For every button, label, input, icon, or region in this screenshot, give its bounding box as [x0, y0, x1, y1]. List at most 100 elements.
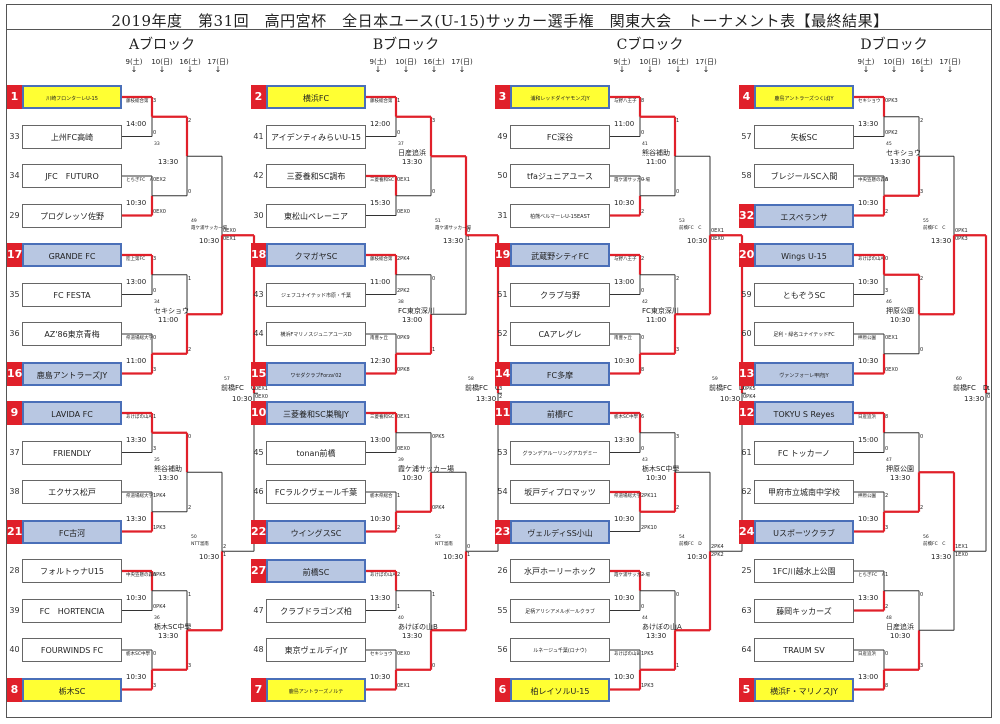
team-box[interactable]: GRANDE FC — [22, 243, 122, 267]
score-top: 1 — [153, 414, 157, 420]
team-box[interactable]: 坂戸ディプロマッツ — [510, 480, 610, 504]
team-box[interactable]: ヴェルディSS小山 — [510, 519, 610, 544]
seed-number: 21 — [7, 519, 22, 544]
team-box[interactable]: 上州FC高崎 — [22, 124, 122, 149]
team-box[interactable]: エスペランサ — [754, 203, 854, 228]
team-box[interactable]: Wings U-15 — [754, 243, 854, 267]
team-box[interactable]: クラブドラゴンズ柏 — [266, 598, 366, 623]
score-bottom: 0EX0 — [885, 366, 898, 373]
kickoff-time: 14:00 — [126, 119, 147, 128]
match-number: 37 — [398, 142, 404, 148]
score-top: 0PK9 — [397, 335, 410, 341]
score-bottom: 0PK4 — [153, 603, 166, 610]
down-arrow-icon: ↓ — [890, 65, 898, 74]
down-arrow-icon: ↓ — [702, 65, 710, 74]
team-box[interactable]: 柏レイソルU-15 — [510, 677, 610, 702]
team-box[interactable]: FC深谷 — [510, 124, 610, 149]
team-box[interactable]: 藤岡キッカーズ — [754, 598, 854, 623]
team-box[interactable]: 甲府市立城南中学校 — [754, 480, 854, 504]
team-box[interactable]: 前橋FC — [510, 401, 610, 425]
venue-label: とちぎFC A — [126, 178, 153, 183]
team-box[interactable]: 三菱養和SC調布 — [266, 164, 366, 188]
team-box[interactable]: JFC FUTURO — [22, 164, 122, 188]
team-box[interactable]: 鹿島アントラーズつくばJY — [754, 85, 854, 109]
slot-number: 60 — [741, 329, 752, 338]
team-box[interactable]: ヴァンフォーレ甲府JY — [754, 361, 854, 386]
team-box[interactable]: LAVIDA FC — [22, 401, 122, 425]
team-box[interactable]: 浦和レッドダイヤモンズJY — [510, 85, 610, 109]
team-box[interactable]: FC多摩 — [510, 361, 610, 386]
team-box[interactable]: ともぞうSC — [754, 282, 854, 307]
slot-number: 55 — [497, 605, 508, 615]
seed-number: 24 — [739, 519, 754, 544]
kickoff-time: 10:30 — [232, 395, 253, 404]
team-box[interactable]: 足柄アリシアメルボールクラブ — [510, 598, 610, 623]
team-box[interactable]: FC HORTENCIA — [22, 598, 122, 623]
team-box[interactable]: ルネージュ千葉(ロナウ) — [510, 638, 610, 662]
team-box[interactable]: 川崎フロンターレU-15 — [22, 85, 122, 109]
score-bottom: 0 — [987, 394, 991, 401]
team-box[interactable]: クラブ与野 — [510, 282, 610, 307]
team-box[interactable]: グランデアルーリングアカデミー — [510, 440, 610, 465]
kickoff-time: 13:00 — [858, 672, 879, 681]
team-box[interactable]: 栃木SC — [22, 677, 122, 702]
team-box[interactable]: FCラルクヴェール千葉 — [266, 480, 366, 504]
team-box[interactable]: 横浜FマリノスジュニアユースD — [266, 322, 366, 346]
team-box[interactable]: ワセダクラブForza'02 — [266, 361, 366, 386]
team-box[interactable]: 前橋SC — [266, 559, 366, 583]
venue-label: 霞ケ浦サッカー場 — [398, 465, 454, 474]
score-top: 1 — [885, 572, 889, 578]
team-box[interactable]: FRIENDLY — [22, 440, 122, 465]
team-box[interactable]: 柏熊ベルマーレU-15EAST — [510, 203, 610, 228]
team-box[interactable]: 三菱養和SC巣鴨JY — [266, 401, 366, 425]
kickoff-time: 15:00 — [858, 435, 879, 444]
score-bottom: 3 — [920, 662, 924, 669]
team-box[interactable]: アイデンティみらいU-15 — [266, 124, 366, 149]
team-box[interactable]: AZ'86東京青梅 — [22, 322, 122, 346]
kickoff-time: 10:30 — [199, 553, 220, 562]
team-box[interactable]: エクサス松戸 — [22, 480, 122, 504]
team-box[interactable]: FOURWINDS FC — [22, 638, 122, 662]
team-box[interactable]: 鹿島アントラーズJY — [22, 361, 122, 386]
team-box[interactable]: 東松山ペレーニア — [266, 203, 366, 228]
team-box[interactable]: フォルトゥナU15 — [22, 559, 122, 583]
team-box[interactable]: FC FESTA — [22, 282, 122, 307]
team-box[interactable]: 東京ヴェルディJY — [266, 638, 366, 662]
score-top: 0EX1 — [397, 414, 410, 420]
team-box[interactable]: プログレッソ佐野 — [22, 203, 122, 228]
team-box[interactable]: tonan前橋 — [266, 440, 366, 465]
team-box[interactable]: 武蔵野シティFC — [510, 243, 610, 267]
team-box[interactable]: 1FC川越水上公園 — [754, 559, 854, 583]
kickoff-time: 10:30 — [687, 553, 708, 562]
slot-number: 28 — [9, 566, 20, 575]
score-bottom: 2 — [885, 603, 889, 610]
team-box[interactable]: ブレジールSC入間 — [754, 164, 854, 188]
seed-number: 3 — [495, 85, 510, 109]
team-box[interactable]: ジェフユナイテッド市原・千葉 — [266, 282, 366, 307]
team-box[interactable]: FC トッカーノ — [754, 440, 854, 465]
team-box[interactable]: tfaジュニアユース — [510, 164, 610, 188]
team-box[interactable]: 横浜F・マリノスJY — [754, 677, 854, 702]
team-box[interactable]: 横浜FC — [266, 85, 366, 109]
seed-number: 18 — [251, 243, 266, 267]
kickoff-time: 13:30 — [158, 632, 179, 641]
score-top: 0EX0 — [223, 228, 236, 235]
team-box[interactable]: 鹿島アントラーズノルテ — [266, 677, 366, 702]
down-arrow-icon: ↓ — [158, 65, 166, 74]
venue-label: とちぎFC A — [858, 573, 885, 578]
team-box[interactable]: 足利・緑名ユナイテッドFC — [754, 322, 854, 346]
score-bottom: 2 — [676, 504, 680, 511]
team-box[interactable]: 水戸ホーリーホック — [510, 559, 610, 583]
match-number: 36 — [154, 616, 160, 622]
team-box[interactable]: ウイングスSC — [266, 519, 366, 544]
team-box[interactable]: FC古河 — [22, 519, 122, 544]
score-bottom: 0EX0 — [153, 208, 166, 215]
team-box[interactable]: 矢板SC — [754, 124, 854, 149]
score-bottom: 1EX0 — [955, 552, 968, 559]
team-box[interactable]: クマガヤSC — [266, 243, 366, 267]
team-box[interactable]: TOKYU S Reyes — [754, 401, 854, 425]
team-box[interactable]: TRAUM SV — [754, 638, 854, 662]
score-bottom: 3 — [153, 682, 157, 689]
team-box[interactable]: Uスポーツクラブ — [754, 519, 854, 544]
team-box[interactable]: CAアレグレ — [510, 322, 610, 346]
